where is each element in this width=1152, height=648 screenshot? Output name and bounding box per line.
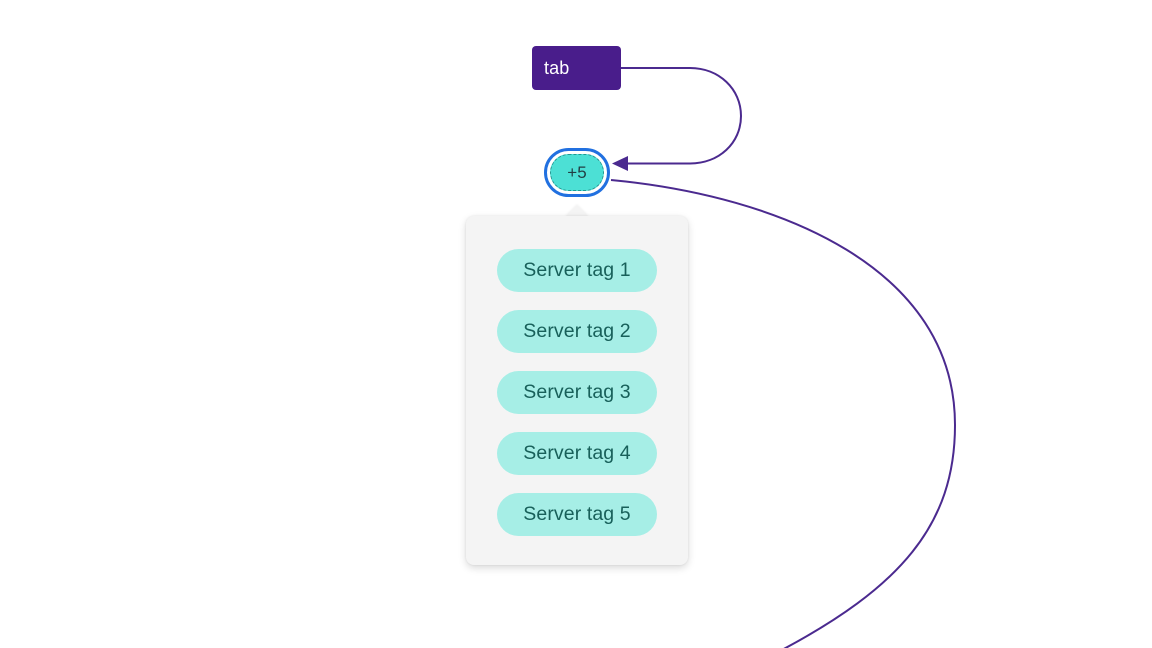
tag-overflow-popover: Server tag 1 Server tag 2 Server tag 3 S… xyxy=(466,216,688,565)
server-tag-pill[interactable]: Server tag 5 xyxy=(497,493,657,536)
server-tag-label: Server tag 3 xyxy=(523,381,631,403)
popover-caret xyxy=(565,205,589,217)
tag-overflow-badge[interactable]: +5 xyxy=(544,148,610,197)
arrowhead-icon xyxy=(612,156,628,171)
server-tag-label: Server tag 4 xyxy=(523,442,631,464)
server-tag-label: Server tag 1 xyxy=(523,259,631,281)
connector-tab-to-badge xyxy=(621,67,743,165)
tab-annotation-text: tab xyxy=(544,58,570,78)
tag-overflow-badge-pill: +5 xyxy=(550,154,604,191)
server-tag-label: Server tag 5 xyxy=(523,503,631,525)
tag-overflow-count: +5 xyxy=(567,162,587,182)
server-tag-label: Server tag 2 xyxy=(523,320,631,342)
server-tag-pill[interactable]: Server tag 4 xyxy=(497,432,657,475)
server-tag-pill[interactable]: Server tag 2 xyxy=(497,310,657,353)
tab-annotation-label: tab xyxy=(532,46,621,90)
server-tag-pill[interactable]: Server tag 3 xyxy=(497,371,657,414)
server-tag-list: Server tag 1 Server tag 2 Server tag 3 S… xyxy=(466,216,688,536)
server-tag-pill[interactable]: Server tag 1 xyxy=(497,249,657,292)
